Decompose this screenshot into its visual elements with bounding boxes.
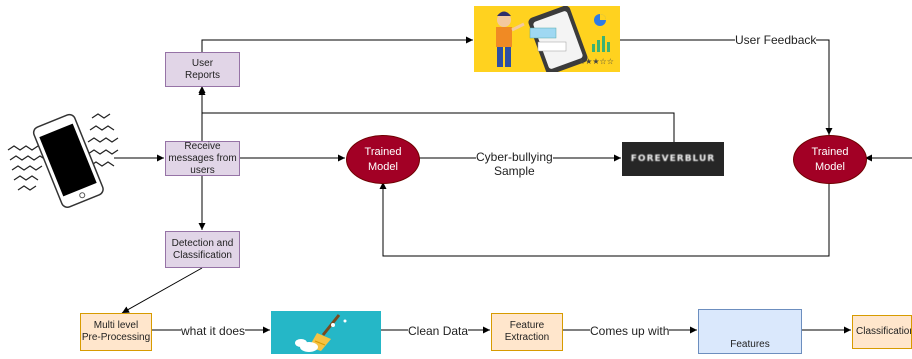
broom-cleaning-icon bbox=[271, 311, 381, 354]
user-feedback-label: User Feedback bbox=[735, 33, 817, 47]
blurred-message-tile: FOREVERBLUR bbox=[622, 142, 724, 176]
user-reports-box[interactable]: User Reports bbox=[165, 52, 240, 87]
feedback-illustration-icon: ★★★☆☆ bbox=[474, 5, 620, 75]
feature-extraction-box[interactable]: Feature Extraction bbox=[491, 313, 563, 351]
features-box[interactable]: Features bbox=[698, 309, 802, 354]
comes-up-with-label: Comes up with bbox=[590, 324, 670, 338]
receive-messages-box[interactable]: Receive messages from users bbox=[165, 141, 240, 176]
blurred-message-text: FOREVERBLUR bbox=[630, 154, 716, 164]
what-it-does-label: what it does bbox=[181, 324, 246, 338]
cyberbullying-sample-label: Cyber-bullying Sample bbox=[476, 150, 553, 178]
clean-data-label: Clean Data bbox=[408, 324, 469, 338]
svg-text:★★★☆☆: ★★★☆☆ bbox=[578, 57, 614, 66]
smartphone-icon bbox=[7, 113, 119, 208]
multi-level-preprocessing-box[interactable]: Multi level Pre-Processing bbox=[80, 313, 152, 351]
detection-classification-box[interactable]: Detection and Classification bbox=[165, 231, 240, 268]
trained-model-node-2[interactable]: Trained Model bbox=[793, 135, 867, 184]
features-label: Features bbox=[730, 339, 770, 350]
trained-model-node[interactable]: Trained Model bbox=[346, 135, 420, 184]
classification-box[interactable]: Classification bbox=[852, 315, 912, 349]
